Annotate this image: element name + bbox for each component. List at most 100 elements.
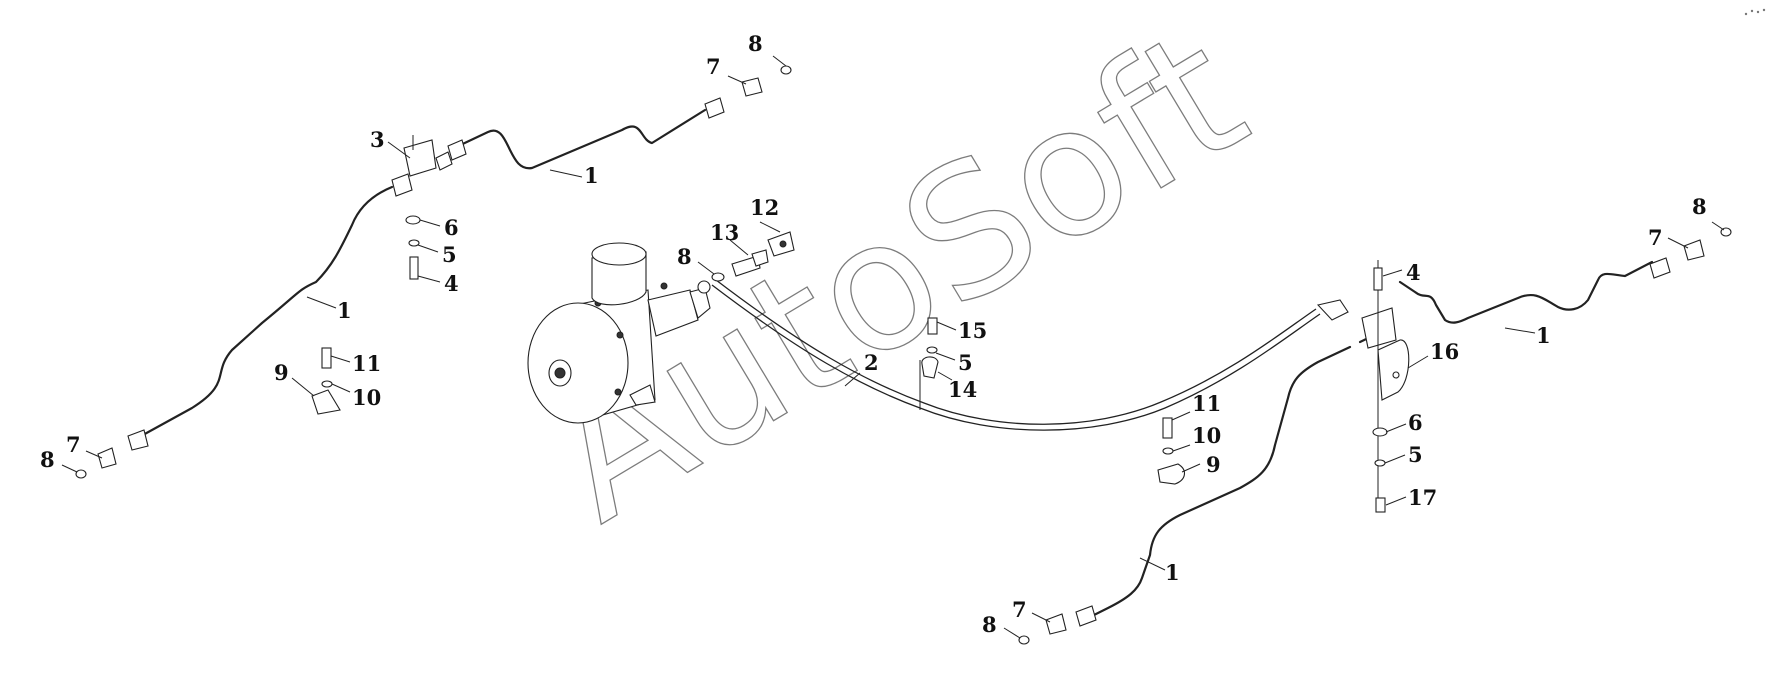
- bolt-11-right: [1162, 417, 1173, 439]
- callout-11b: 11: [1192, 391, 1221, 416]
- corner-dot-1: [1744, 12, 1748, 16]
- leader-8a: [772, 55, 787, 67]
- union-12-bore: [779, 240, 787, 248]
- spring-washer-5-right: [1374, 459, 1386, 467]
- callout-7d: 7: [1012, 597, 1027, 622]
- reservoir-fitting: [660, 282, 668, 290]
- leader-9b: [1181, 463, 1201, 473]
- leader-10a: [331, 383, 351, 393]
- callout-10a: 10: [352, 385, 381, 410]
- tee-fitting-left: [391, 135, 467, 197]
- callout-14: 14: [948, 377, 977, 402]
- callout-16: 16: [1430, 339, 1459, 364]
- callout-15: 15: [958, 318, 987, 343]
- mounting-bracket: [629, 384, 656, 406]
- leader-9a: [291, 377, 315, 397]
- leader-15: [936, 321, 957, 331]
- callout-13: 13: [710, 220, 739, 245]
- clip-assembly-right: [1157, 417, 1185, 485]
- callout-10b: 10: [1192, 423, 1221, 448]
- pipe-nut-bottom: [1075, 605, 1097, 627]
- washer-5-center: [926, 346, 938, 354]
- tee-block-right: [1361, 307, 1397, 349]
- leader-8e: [1003, 627, 1021, 639]
- leader-1d: [1139, 557, 1166, 571]
- callout-12: 12: [750, 195, 779, 220]
- cap-8-bottom-left: [75, 469, 87, 479]
- callout-3: 3: [370, 127, 385, 152]
- union-7-right: [1683, 239, 1705, 261]
- leader-2: [844, 372, 861, 387]
- callout-6b: 6: [1408, 410, 1423, 435]
- callout-1a: 1: [584, 163, 599, 188]
- callout-5a: 5: [442, 242, 457, 267]
- tee-block-left: [403, 139, 437, 177]
- callout-5b: 5: [958, 350, 973, 375]
- leader-10b: [1172, 444, 1191, 452]
- callout-1b: 1: [337, 298, 352, 323]
- callout-6a: 6: [444, 215, 459, 240]
- clip-assembly-left: [311, 347, 341, 415]
- washer-10-left: [321, 380, 333, 388]
- end-fitting-bottom: [1018, 605, 1097, 645]
- corner-dot-4: [1762, 8, 1766, 12]
- bolt-11-left: [321, 347, 332, 369]
- corner-dot-3: [1756, 10, 1760, 14]
- cap-8-bottom: [1018, 635, 1030, 645]
- pipe-right-lower-segment: [1080, 345, 1352, 623]
- hose-outer-line: [711, 284, 1321, 431]
- leader-1b: [306, 296, 337, 309]
- leader-7b: [85, 450, 103, 459]
- tee-left-port-right: [435, 151, 453, 171]
- leader-8c: [697, 261, 715, 275]
- washer-10-right: [1162, 447, 1174, 455]
- leader-1a: [549, 169, 583, 178]
- leader-8b: [61, 464, 78, 473]
- end-fitting-bottom-left: [75, 429, 149, 479]
- washer-6-right: [1372, 427, 1388, 437]
- leader-11a: [330, 355, 351, 363]
- callout-7a: 7: [706, 54, 721, 79]
- callout-9a: 9: [274, 360, 289, 385]
- leader-lines: [61, 55, 1725, 639]
- banjo-bolt-13: [731, 255, 761, 277]
- outlet-banjo: [697, 280, 711, 294]
- callout-1c: 1: [1536, 323, 1551, 348]
- fluid-reservoir-body: [591, 251, 647, 306]
- callout-8b: 8: [40, 447, 55, 472]
- booster-bolt-1: [616, 331, 624, 339]
- leader-4b: [1382, 269, 1403, 277]
- tee-left-nut: [447, 139, 467, 161]
- leader-14: [937, 371, 953, 381]
- banjo-fitting: [711, 231, 795, 282]
- bolt-4-left: [409, 256, 419, 280]
- booster-bolt-3: [614, 388, 622, 396]
- callout-4a: 4: [444, 271, 459, 296]
- brake-master-cylinder: [527, 242, 711, 424]
- pipe-nut-bottom-left: [127, 429, 149, 451]
- fluid-reservoir-cap: [591, 242, 647, 266]
- hose-end-fitting: [1316, 299, 1349, 321]
- washer-8-center: [711, 272, 725, 282]
- callout-9b: 9: [1206, 452, 1221, 477]
- leader-13: [729, 239, 749, 256]
- hose-inner-line: [715, 279, 1317, 425]
- brake-pipe-right-lower: [1080, 345, 1352, 623]
- leader-6a: [419, 219, 441, 227]
- pipe-nut-top-left: [704, 97, 725, 119]
- cap-8-top: [780, 65, 792, 75]
- leader-7d: [1031, 612, 1051, 623]
- hose-clip-14: [921, 356, 939, 379]
- nut-17: [1375, 497, 1386, 513]
- tee-fitting-right: [1361, 260, 1410, 513]
- pipe-right-upper-segment: [1398, 260, 1654, 324]
- leader-5a: [417, 244, 439, 253]
- booster-end-cap: [527, 302, 629, 424]
- callout-8a: 8: [748, 31, 763, 56]
- brake-pipe-top-left: [130, 108, 707, 443]
- leader-3: [387, 141, 411, 159]
- callout-8d: 8: [1692, 194, 1707, 219]
- leader-7c: [1667, 237, 1689, 249]
- leader-5b: [935, 352, 956, 361]
